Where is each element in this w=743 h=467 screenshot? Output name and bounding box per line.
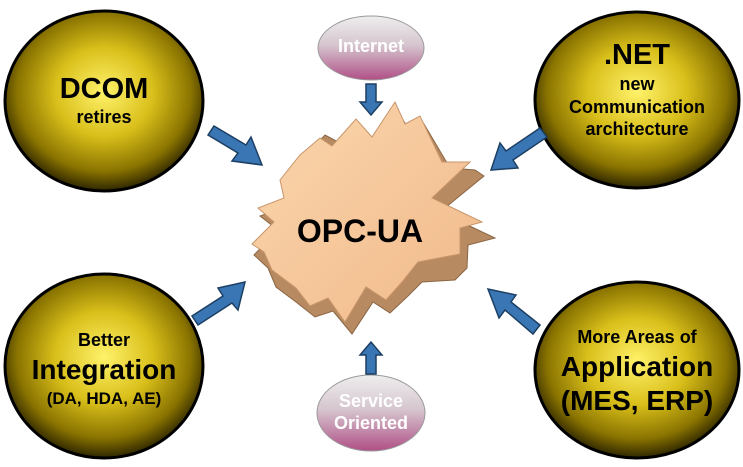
node-dotnet-line3: Communication <box>569 97 705 117</box>
arrow-up-icon <box>358 340 384 375</box>
node-application: More Areas of Application (MES, ERP) <box>533 280 741 460</box>
node-dcom-subtitle: retires <box>76 107 131 127</box>
center-label: OPC-UA <box>297 213 423 249</box>
node-dotnet-title: .NET <box>604 39 670 71</box>
arrow-right-down-icon <box>206 124 264 166</box>
node-dotnet-line4: architecture <box>585 119 688 139</box>
node-internet: Internet <box>317 15 425 81</box>
node-application-title: Application <box>561 351 713 382</box>
node-dcom-title: DCOM <box>60 73 149 105</box>
arrow-internet <box>358 83 384 117</box>
gold-ellipse <box>3 9 205 193</box>
node-dotnet-line2: new <box>619 74 655 94</box>
node-integration: Better Integration (DA, HDA, AE) <box>3 272 205 460</box>
arrow-integration <box>190 281 247 327</box>
gold-ellipse <box>533 280 741 460</box>
node-integration-line1: Better <box>78 330 130 350</box>
center-burst: OPC-UA <box>251 100 497 335</box>
gold-ellipse <box>533 10 741 190</box>
arrow-down-icon <box>358 83 384 117</box>
node-dotnet: .NET new Communication architecture <box>533 10 741 190</box>
arrow-dcom <box>206 124 264 166</box>
node-service-line1: Service <box>339 391 403 411</box>
burst-face <box>251 100 484 323</box>
node-service: Service Oriented <box>316 374 426 452</box>
pill-ellipse <box>317 15 425 81</box>
node-service-line2: Oriented <box>334 413 408 433</box>
node-integration-title: Integration <box>32 354 177 385</box>
arrow-dotnet <box>489 126 549 171</box>
node-application-line1: More Areas of <box>577 327 697 347</box>
arrow-left-up-icon <box>486 287 542 336</box>
arrow-service <box>358 340 384 375</box>
gold-ellipse <box>3 272 205 460</box>
node-dcom: DCOM retires <box>3 9 205 193</box>
arrow-left-down-icon <box>489 126 549 171</box>
arrow-right-up-icon <box>190 281 247 327</box>
pill-ellipse <box>316 374 426 452</box>
arrow-application <box>486 287 542 336</box>
node-integration-line3: (DA, HDA, AE) <box>47 389 162 408</box>
node-application-line3: (MES, ERP) <box>561 385 713 416</box>
node-internet-label: Internet <box>338 36 404 56</box>
